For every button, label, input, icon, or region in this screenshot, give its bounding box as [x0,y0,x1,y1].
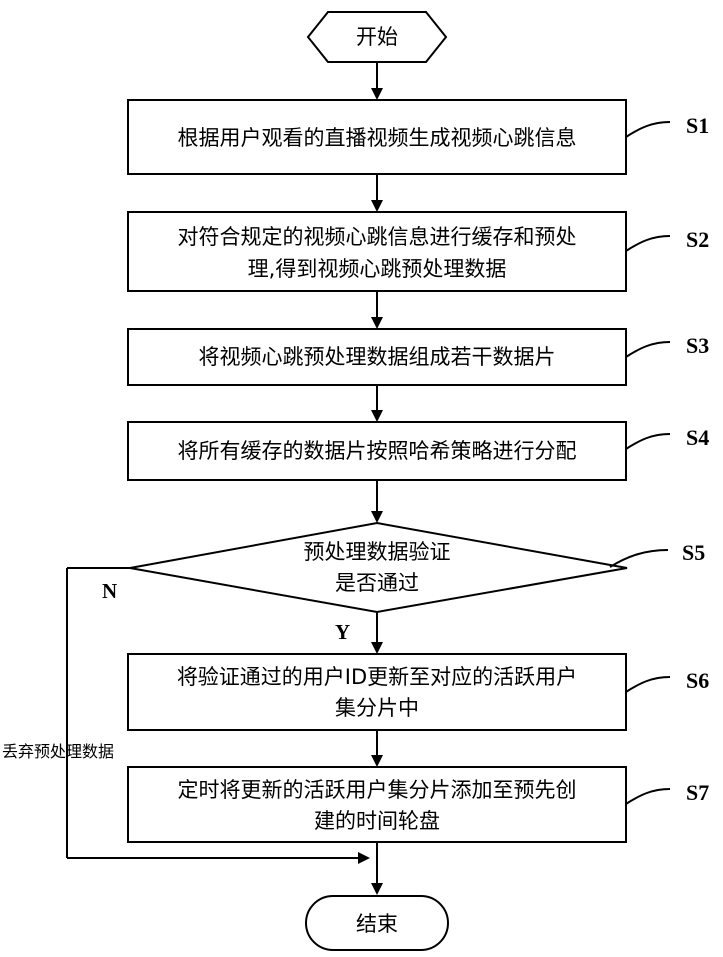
branch-yes-label: Y [335,620,350,644]
step-s3-text: 将视频心跳预处理数据组成若干数据片 [199,345,556,369]
step-s5-text-line2: 是否通过 [335,571,419,595]
step-s6-id: S6 [686,668,709,693]
step-s7-text-line2: 建的时间轮盘 [314,809,440,833]
callout-s5-leader [610,550,668,567]
branch-no-label: N [102,579,117,603]
end-label: 结束 [356,912,398,936]
step-s2-text-line2: 理,得到视频心跳预处理数据 [248,257,507,281]
step-s6-text-line1: 将验证通过的用户ID更新至对应的活跃用户 [177,665,577,689]
callout-s1-leader [626,122,670,137]
step-s7-id: S7 [686,780,709,805]
discard-label: 丢弃预处理数据 [2,742,114,761]
callout-s7-leader [626,789,670,804]
step-s2-text-line1: 对符合规定的视频心跳信息进行缓存和预处 [178,225,577,249]
step-s3-id: S3 [686,333,709,358]
step-s4-id: S4 [686,425,709,450]
step-s5-decision [130,523,627,612]
step-s1-text: 根据用户观看的直播视频生成视频心跳信息 [178,126,577,150]
step-s5-text-line1: 预处理数据验证 [304,540,451,564]
step-s7-text-line1: 定时将更新的活跃用户集分片添加至预先创 [178,778,577,802]
callout-s6-leader [626,677,670,692]
callout-s4-leader [626,434,670,449]
callout-s3-leader [626,342,670,357]
step-s1-id: S1 [686,113,709,138]
step-s4-text: 将所有缓存的数据片按照哈希策略进行分配 [178,439,577,463]
start-label: 开始 [356,25,398,49]
step-s6-text-line2: 集分片中 [335,696,419,720]
callout-s2-leader [626,236,670,251]
step-s2-id: S2 [686,227,709,252]
step-s5-id: S5 [682,540,705,565]
